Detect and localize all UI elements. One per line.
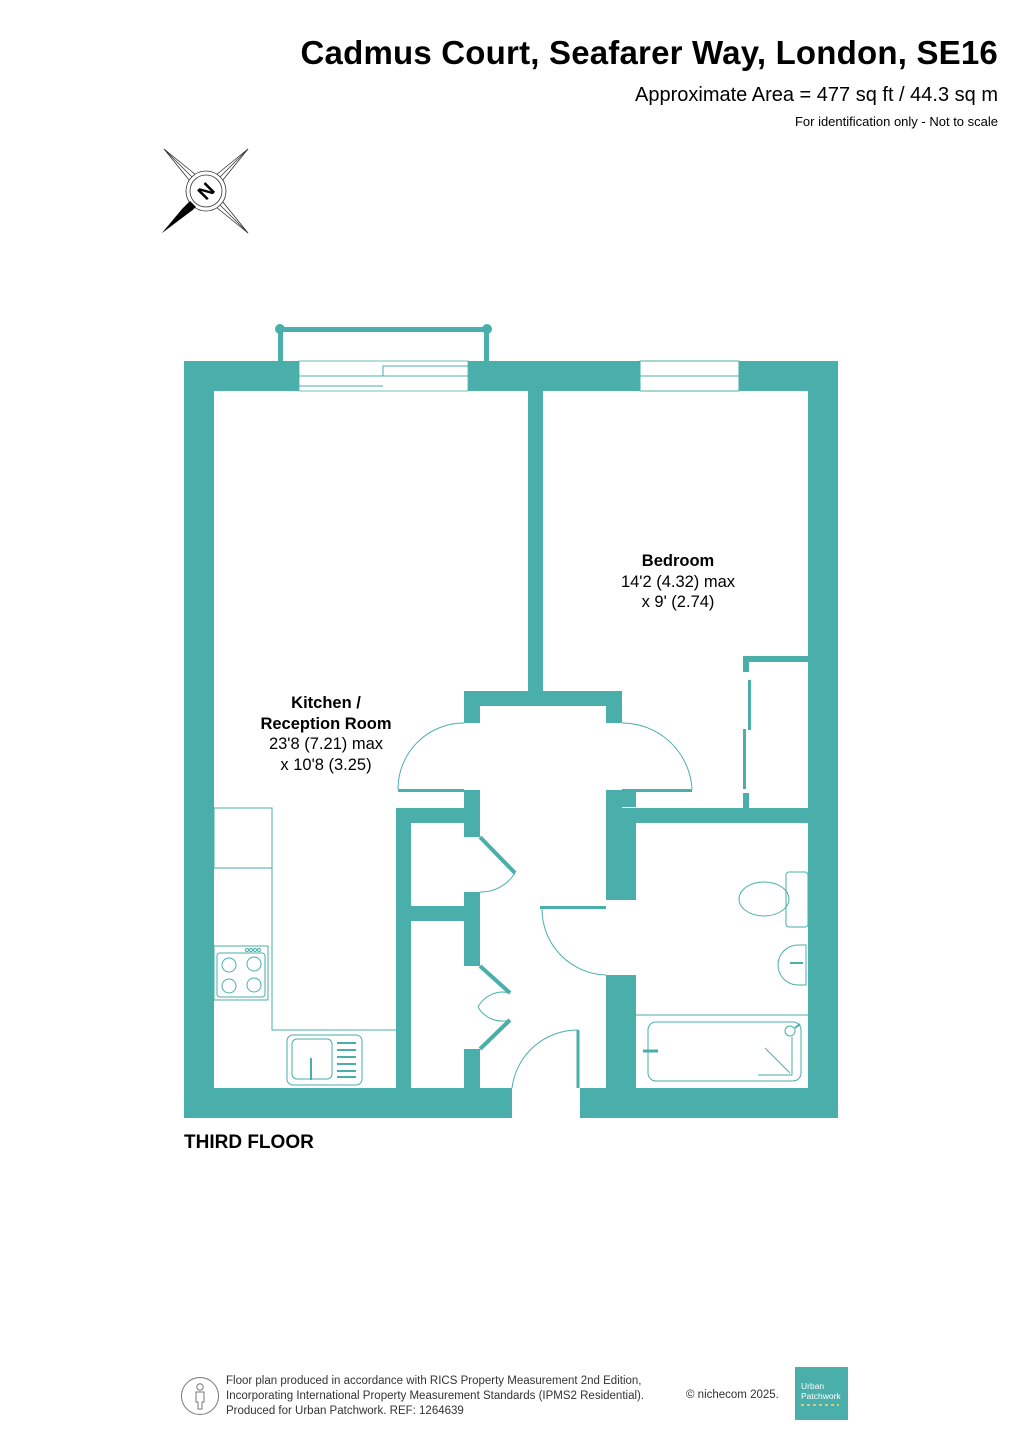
room-dimension-width: x 10'8 (3.25)	[280, 755, 372, 774]
room-dimension-length: 23'8 (7.21) max	[268, 735, 384, 753]
copyright: © nichecom 2025.	[686, 1389, 779, 1401]
footer-line-3: Produced for Urban Patchwork. REF: 12646…	[226, 1405, 464, 1417]
disclaimer: For identification only - Not to scale	[794, 114, 998, 129]
room-name: Bedroom	[641, 552, 715, 570]
brand-line-2: Patchwork	[801, 1390, 841, 1401]
walls	[184, 324, 838, 1118]
windows-and-fixtures	[213, 360, 809, 1089]
compass-north-icon: N	[162, 148, 249, 234]
room-dimension-width: x 9' (2.74)	[641, 593, 715, 611]
room-name: Kitchen /	[291, 694, 361, 712]
room-name-line2: Reception Room	[260, 714, 392, 733]
person-icon	[181, 1377, 219, 1415]
footer-line-1: Floor plan produced in accordance with R…	[226, 1375, 642, 1387]
brand-dots-icon	[801, 1404, 839, 1406]
room-label-kitchen-reception: Kitchen / Reception Room 23'8 (7.21) max…	[260, 693, 391, 775]
approximate-area: Approximate Area = 477 sq ft / 44.3 sq m	[635, 84, 998, 106]
property-title: Cadmus Court, Seafarer Way, London, SE16	[300, 34, 998, 71]
brand-line-1: Urban	[801, 1381, 825, 1391]
room-label-bedroom: Bedroom 14'2 (4.32) max x 9' (2.74)	[621, 551, 735, 613]
footer-text: Floor plan produced in accordance with R…	[226, 1374, 644, 1419]
urban-patchwork-logo: Urban Patchwork	[795, 1367, 848, 1420]
floor-label: THIRD FLOOR	[184, 1132, 314, 1153]
footer-line-2: Incorporating International Property Mea…	[226, 1390, 645, 1402]
room-dimension-length: 14'2 (4.32) max	[620, 572, 736, 591]
